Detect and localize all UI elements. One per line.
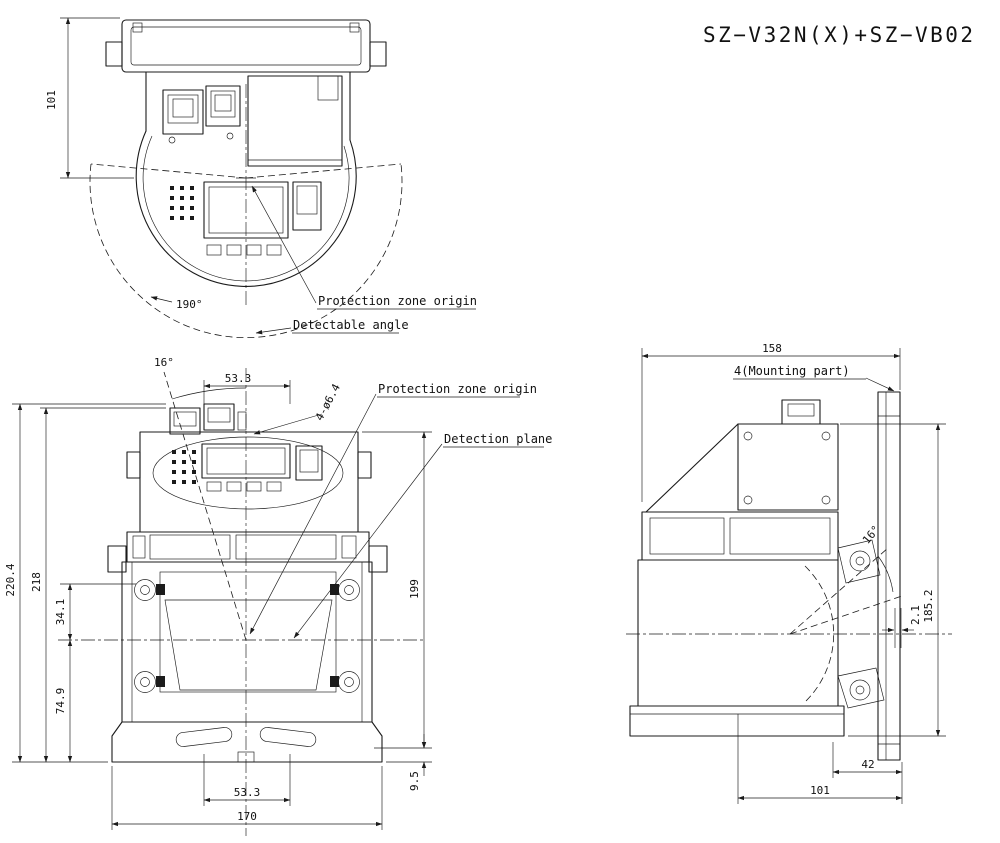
drawing-title: SZ−V32N(X)+SZ−VB02 <box>703 23 976 47</box>
label-detectable-angle-value: 190° <box>150 296 203 311</box>
top-view: 101 190° Protection zone origin Detectab… <box>45 17 477 338</box>
front-base <box>111 721 383 763</box>
dim-front-left: 220.4 218 34.1 74.9 <box>4 403 166 763</box>
dim-170-text: 170 <box>237 810 257 823</box>
dim-42-text: 42 <box>861 758 874 771</box>
detectable-angle-text: Detectable angle <box>293 318 409 332</box>
side-clamps <box>837 539 885 709</box>
dim-220-text: 220.4 <box>4 563 17 596</box>
front-view: 16° 53.3 4-ø6.4 Protection zone origin D… <box>4 356 552 836</box>
front-upper-body <box>126 431 372 533</box>
dim-front-bottom: 53.3 170 <box>111 754 383 830</box>
detection-plane-text: Detection plane <box>444 432 552 446</box>
dim-199-text: 199 <box>408 579 421 599</box>
dim-34-text: 34.1 <box>54 599 67 626</box>
dim-front-top-width: 53.3 <box>203 372 291 404</box>
dim-side-bottom: 42 101 <box>737 714 903 804</box>
top-view-body <box>135 71 357 287</box>
dim-bottom-53-text: 53.3 <box>234 786 261 799</box>
dim-218-text: 218 <box>30 572 43 592</box>
front-lower-bracket <box>121 561 373 723</box>
front-top-connectors <box>169 403 247 435</box>
dim-side-offset: 2.1 <box>882 605 922 648</box>
dim-101-side-text: 101 <box>810 784 830 797</box>
label-detection-plane: Detection plane <box>293 432 552 639</box>
side-mounting-plate <box>877 391 901 761</box>
angle-190-text: 190° <box>176 298 203 311</box>
protection-origin-top-text: Protection zone origin <box>318 294 477 308</box>
front-angle-text: 16° <box>154 356 174 369</box>
dim-101-text: 101 <box>45 90 58 110</box>
side-body <box>629 399 845 737</box>
dim-side-height: 185.2 <box>840 423 946 737</box>
dim-top-height: 101 <box>45 17 134 179</box>
dim-front-right: 199 9.5 <box>362 431 432 791</box>
label-protection-origin-top: Protection zone origin <box>251 185 477 310</box>
side-angle-geometry: 16° <box>789 523 903 635</box>
top-view-detectable-arc <box>89 84 403 338</box>
label-protection-origin-front: Protection zone origin <box>249 382 537 635</box>
label-mounting-part: 4(Mounting part) <box>733 364 895 392</box>
label-mounting-holes: 4-ø6.4 <box>253 381 343 435</box>
holes-text: 4-ø6.4 <box>313 381 343 423</box>
front-middle-band <box>107 531 388 573</box>
dim-21-text: 2.1 <box>909 605 922 625</box>
protection-origin-front-text: Protection zone origin <box>378 382 537 396</box>
top-view-cap <box>105 19 387 73</box>
dim-95-text: 9.5 <box>408 771 421 791</box>
dim-side-depth: 158 <box>641 342 901 502</box>
dim-top-53-text: 53.3 <box>225 372 252 385</box>
side-view: 16° 158 4(Mounting part) 2.1 185 <box>626 342 952 804</box>
side-angle-text: 16° <box>860 523 883 547</box>
label-detectable-angle: Detectable angle <box>255 318 409 335</box>
dim-185-text: 185.2 <box>922 589 935 622</box>
dim-158-text: 158 <box>762 342 782 355</box>
top-view-display <box>170 181 322 256</box>
dim-75-text: 74.9 <box>54 688 67 715</box>
mounting-part-text: 4(Mounting part) <box>734 364 850 378</box>
